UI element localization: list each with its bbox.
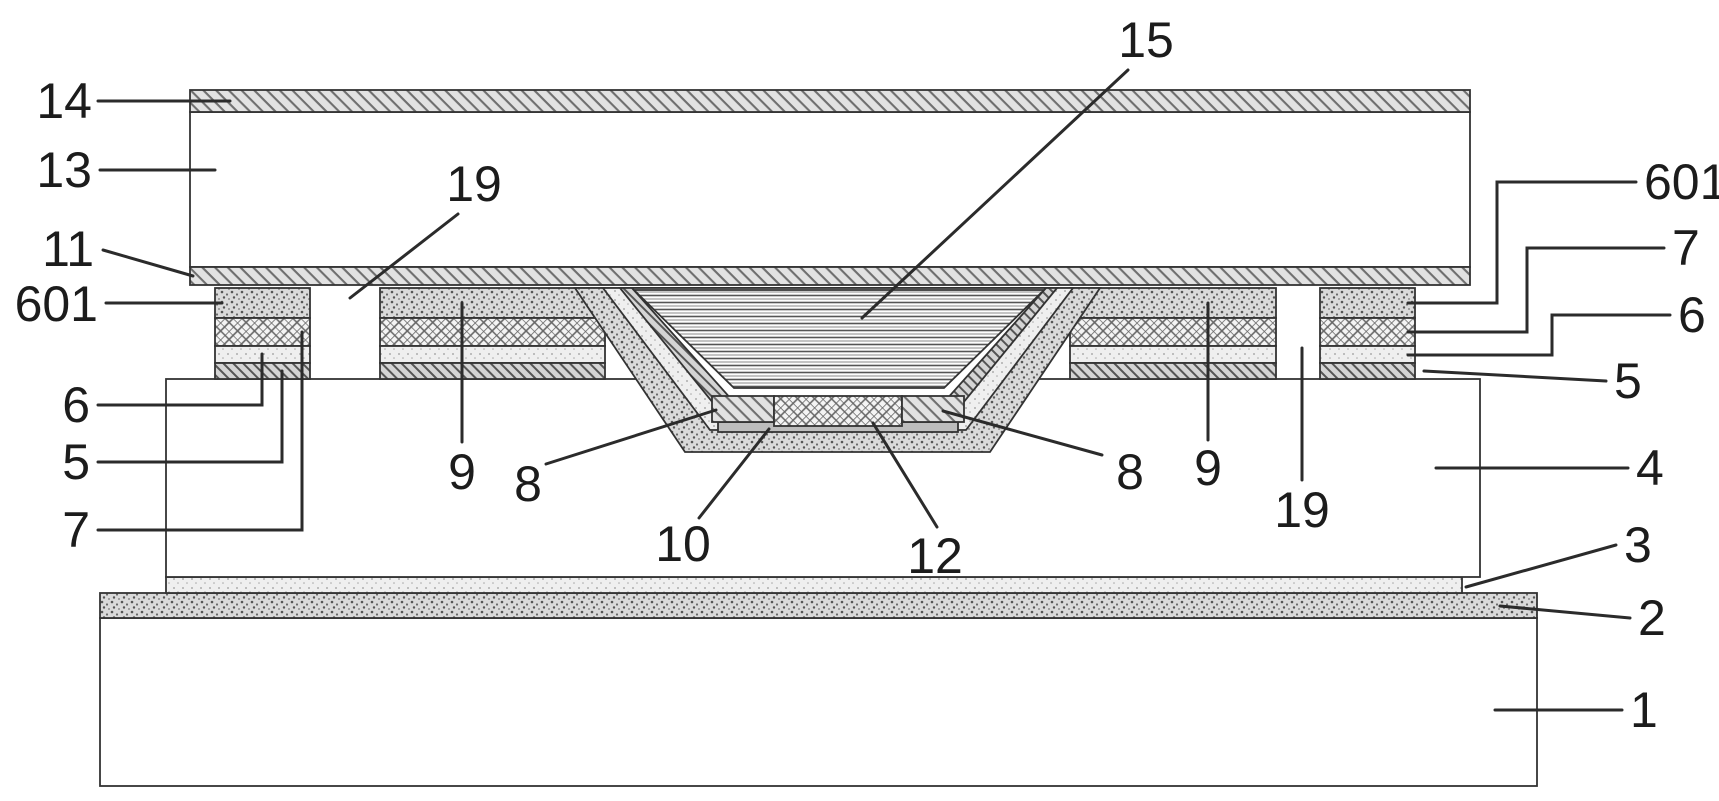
label-5-left: 5 [62,434,90,490]
layer-601-left [214,287,311,319]
leader-10 [697,427,771,520]
label-7-left: 7 [62,502,90,558]
label-1: 1 [1630,682,1658,738]
layer-13-cover [189,111,1471,268]
layer-1-substrate [99,617,1538,787]
label-11: 11 [42,221,94,277]
leader-12 [871,421,939,529]
leader-3 [1464,543,1618,589]
label-19-top: 19 [446,156,502,212]
layer-shapes [99,89,1538,787]
label-3: 3 [1624,517,1652,573]
label-601-right: 601 [1644,154,1719,210]
leader-5-left [96,369,284,464]
layer-7-flat-left [379,317,606,347]
block-12 [773,395,903,427]
leader-5-right [1422,369,1608,383]
layer-5-right [1319,362,1416,380]
layer-9-flat-right [1069,287,1277,319]
leader-2 [1498,604,1632,620]
layer-7-flat-right [1069,317,1277,347]
layer-5-flat-right [1069,362,1277,380]
label-9-left: 9 [448,444,476,500]
block-8-left [711,395,775,423]
label-19-right: 19 [1274,482,1330,538]
leader-601-right [1406,180,1638,305]
label-8-left: 8 [514,456,542,512]
layer-11 [189,266,1471,286]
leader-8-left [544,408,718,466]
layer-14 [189,89,1471,113]
leader-7-right [1406,246,1666,334]
label-12: 12 [907,528,963,584]
label-8-right: 8 [1116,444,1144,500]
label-15: 15 [1118,12,1174,68]
label-6-left: 6 [62,377,90,433]
layer-9-flat-left [379,287,606,319]
label-9-right: 9 [1194,440,1222,496]
layer-2 [99,592,1538,619]
leader-6-left [96,352,264,407]
leader-lines [96,68,1672,712]
layer-6-right [1319,345,1416,364]
label-10: 10 [655,516,711,572]
leader-15 [860,68,1130,320]
leader-19-top [348,212,460,300]
label-5-right: 5 [1614,353,1642,409]
layer-6-flat-right [1069,345,1277,364]
label-4: 4 [1636,440,1664,496]
label-601-left: 601 [15,276,98,332]
leader-6-right [1406,313,1672,357]
layer-15-multilayer [631,289,1047,389]
layer-7-left [214,317,311,347]
layer-3 [165,576,1463,594]
layer-6-flat-left [379,345,606,364]
layer-7-right [1319,317,1416,347]
layer-601-right [1319,287,1416,319]
label-14: 14 [36,73,92,129]
label-7-right: 7 [1672,220,1700,276]
label-13: 13 [36,142,92,198]
reference-labels: 14 13 11 601 6 5 7 19 15 9 8 10 12 8 9 1… [15,12,1719,738]
label-6-right: 6 [1678,287,1706,343]
block-8-right [901,395,965,423]
leader-11 [101,248,195,278]
leader-8-right [941,409,1104,457]
label-2: 2 [1638,590,1666,646]
leader-7-left [96,330,304,532]
layer-5-flat-left [379,362,606,380]
